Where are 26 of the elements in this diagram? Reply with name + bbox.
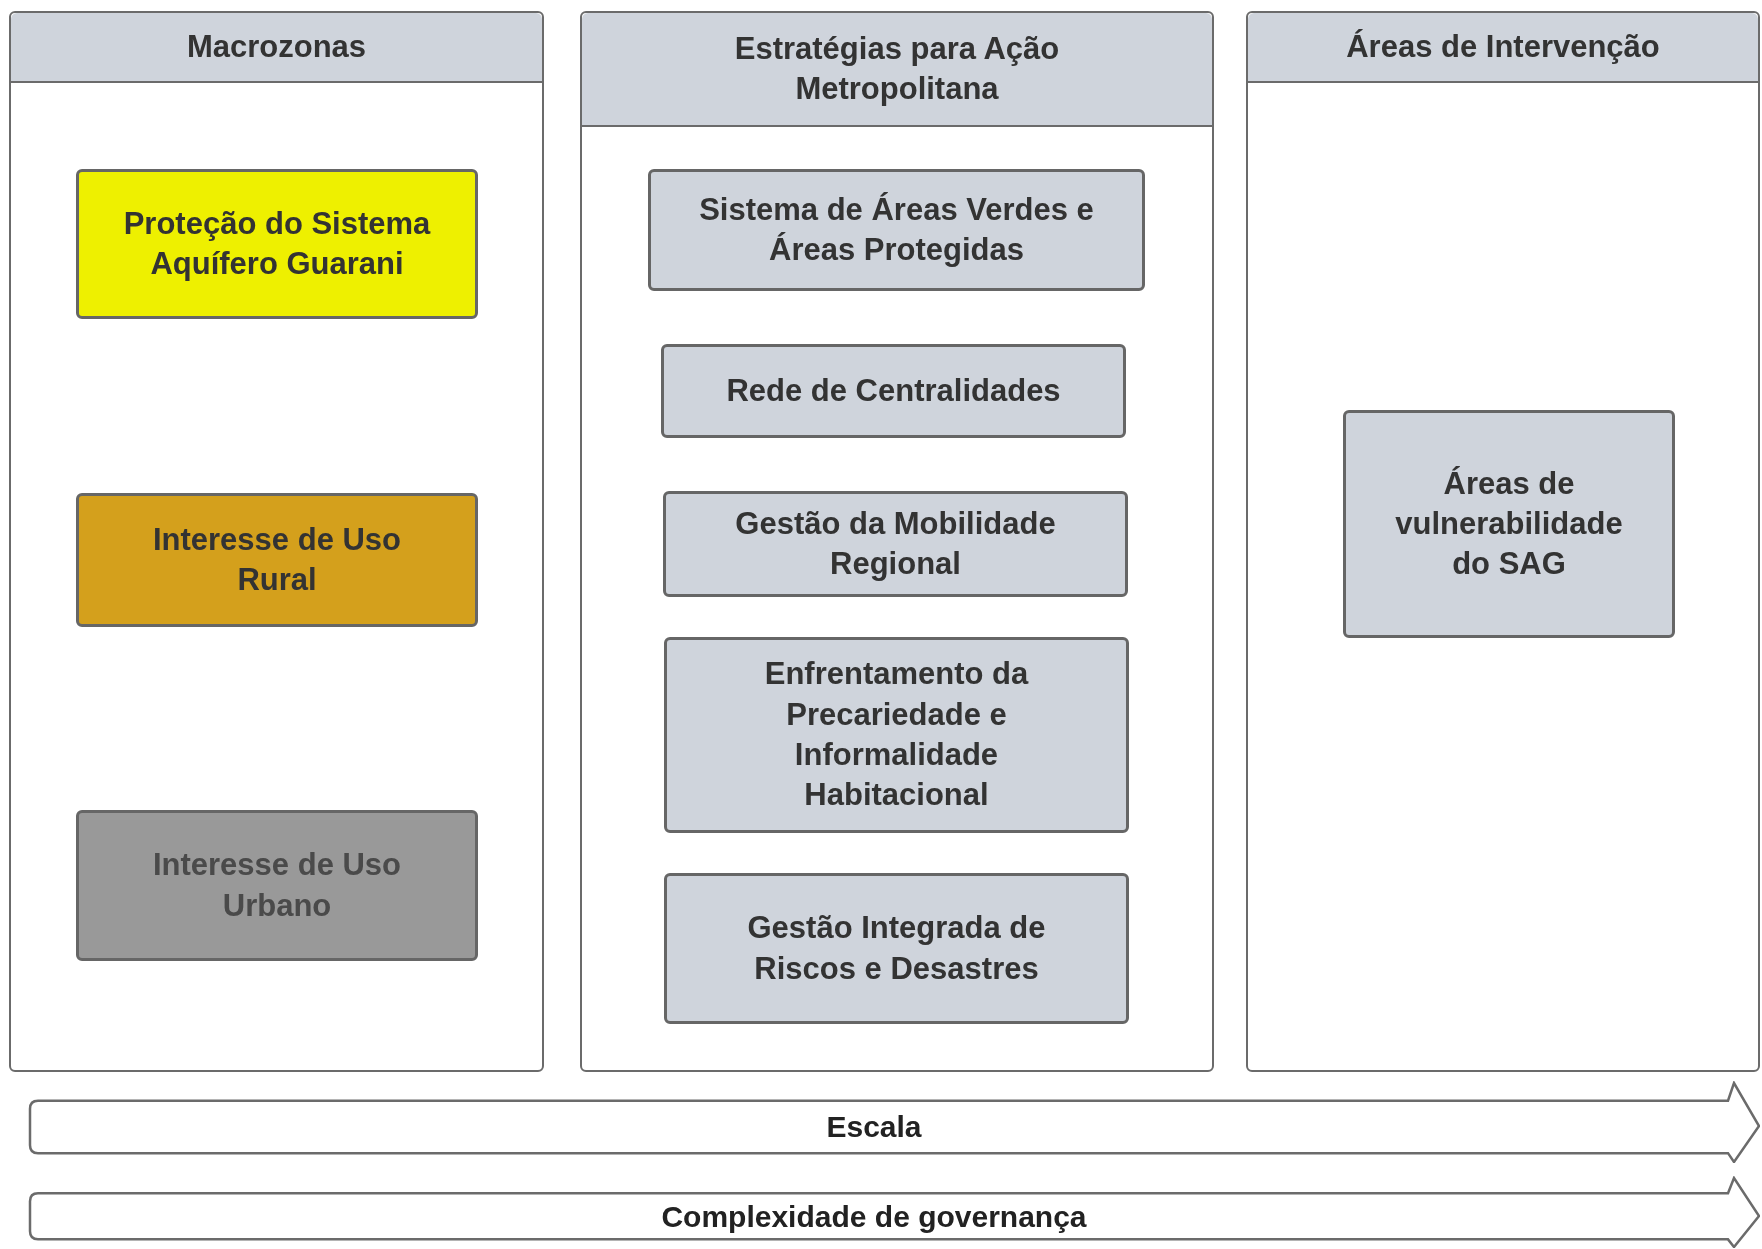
box-label: Gestão Integrada de Riscos e Desastres <box>746 909 1047 988</box>
box-label: Gestão da Mobilidade Regional <box>734 504 1057 583</box>
box-label: Sistema de Áreas Verdes e Áreas Protegidas <box>698 190 1095 269</box>
box-label: Áreas de Intervenção <box>1346 27 1660 66</box>
box-label: Macrozonas <box>186 27 367 66</box>
strategy-box <box>1343 410 1675 638</box>
strategy-box <box>76 493 478 627</box>
strategy-box <box>76 169 478 319</box>
box-label: Interesse de Uso Urbano <box>151 846 403 925</box>
column-panel <box>1246 11 1760 1072</box>
box-label: Áreas de vulnerabilidade do SAG <box>1394 464 1624 584</box>
arrow-label: Escala <box>826 1109 922 1146</box>
box-label: Rede de Centralidades <box>726 371 1061 410</box>
box-label: Proteção do Sistema Aquífero Guarani <box>122 204 432 283</box>
strategy-box <box>664 637 1129 833</box>
box-label: Enfrentamento da Precariedade e Informalidade Habitacional <box>763 655 1030 815</box>
strategy-box <box>76 810 478 961</box>
strategy-box <box>663 491 1128 597</box>
strategy-box <box>661 344 1126 438</box>
column-panel <box>9 11 544 1072</box>
arrow-label: Complexidade de governança <box>661 1198 1087 1235</box>
column-panel <box>580 11 1214 1072</box>
box-label: Interesse de Uso Rural <box>151 520 403 599</box>
box-label: Estratégias para Ação Metropolitana <box>733 29 1061 108</box>
strategy-box <box>648 169 1145 291</box>
strategy-box <box>664 873 1129 1024</box>
